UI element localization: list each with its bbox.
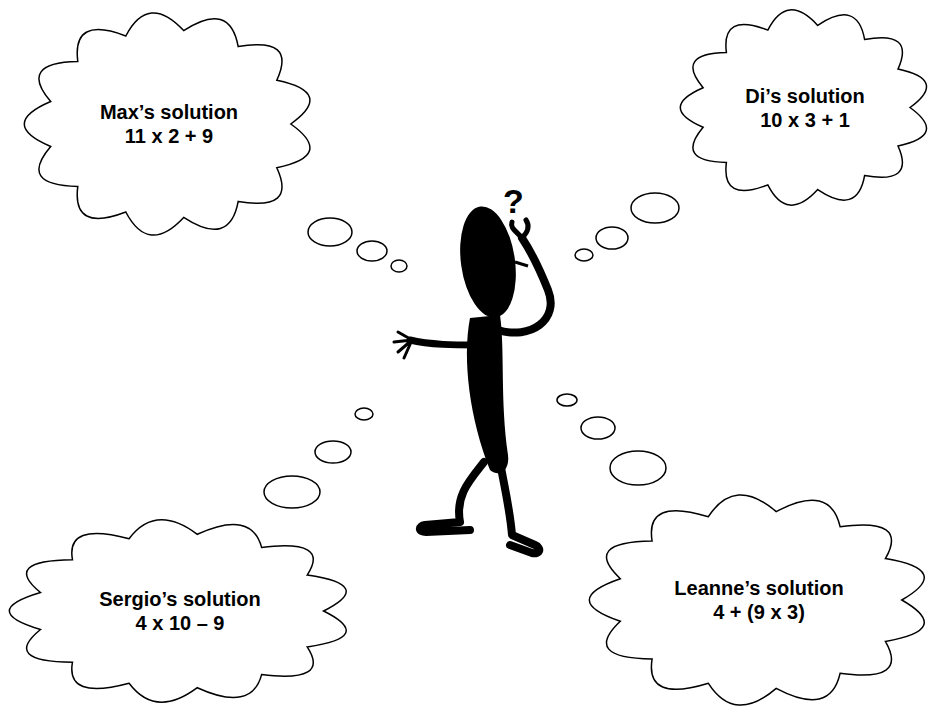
solution-expression: 10 x 3 + 1 bbox=[760, 108, 850, 132]
solution-heading: Di’s solution bbox=[745, 84, 864, 108]
thought-cloud: Leanne’s solution4 + (9 x 3) bbox=[585, 490, 933, 710]
person-silhouette bbox=[394, 203, 551, 554]
thought-bubbles bbox=[264, 193, 679, 508]
solution-heading: Leanne’s solution bbox=[674, 576, 843, 600]
cloud-shape bbox=[680, 10, 926, 205]
question-mark: ? bbox=[503, 184, 524, 218]
solution-heading: Sergio’s solution bbox=[99, 587, 261, 611]
solution-heading: Max’s solution bbox=[100, 100, 238, 124]
solution-expression: 4 + (9 x 3) bbox=[713, 600, 805, 624]
thought-cloud: Sergio’s solution4 x 10 – 9 bbox=[5, 515, 355, 707]
cloud-shape bbox=[589, 495, 924, 705]
cloud-outline bbox=[676, 5, 934, 210]
cloud-outline bbox=[20, 8, 318, 240]
solution-expression: 11 x 2 + 9 bbox=[125, 124, 213, 148]
cloud-outline bbox=[5, 515, 355, 707]
thought-cloud: Di’s solution10 x 3 + 1 bbox=[676, 5, 934, 210]
cloud-shape bbox=[9, 520, 346, 702]
solution-expression: 4 x 10 – 9 bbox=[136, 611, 225, 635]
thought-cloud: Max’s solution11 x 2 + 9 bbox=[20, 8, 318, 240]
cloud-shape bbox=[24, 13, 310, 235]
cloud-outline bbox=[585, 490, 933, 710]
